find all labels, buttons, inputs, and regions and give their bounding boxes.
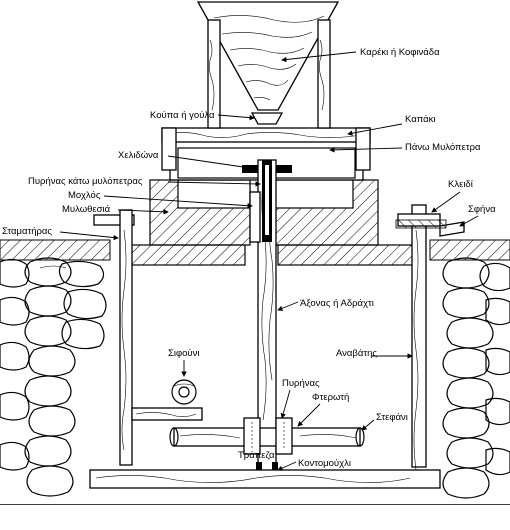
leader-arrows [59,51,479,471]
right-stone-wall [429,239,510,499]
label-swallow: Χελιδώνα [118,150,159,161]
hopper [196,1,340,129]
label-cup: Κούπα ή γούλα [150,110,215,121]
table-beam [89,469,441,489]
siphon [171,379,197,405]
label-riser: Αναβάτης [336,348,377,359]
label-short-pivot: Κοντομούχλι [298,458,351,469]
labels: Καρέκι ή Κοφινάδα Κούπα ή γούλα Καπάκι Π… [2,47,496,469]
label-upper-stone: Πάνω Μυλόπετρα [405,142,481,153]
water-wheel [169,417,365,455]
label-vane: Φτερωτή [312,392,349,403]
label-stopper: Σταματήρας [2,226,52,237]
stopper [93,209,203,466]
axle [257,159,277,471]
riser [395,204,465,471]
floor-beams [129,244,419,266]
label-lower-stone-core: Πυρήνας κάτω μυλόπετρας [28,176,143,187]
label-key: Κλειδί [448,179,474,190]
left-stone-wall [0,239,111,497]
label-wedge: Σφήνα [468,204,496,215]
label-hopper: Καρέκι ή Κοφινάδα [360,47,440,58]
label-mill-seat: Μυλωθεσιά [62,204,111,215]
label-core: Πυρήνας [282,378,320,389]
label-siphon: Σιφούνι [168,348,199,359]
label-wreath: Στεφάνι [376,412,408,423]
ground [0,504,510,530]
label-lever: Μοχλός [68,190,101,201]
label-axle: Άξονας ή Αδράχτι [300,298,374,309]
label-table: Τράπεζα [238,450,275,461]
label-lid: Καπάκι [405,114,436,125]
lever [249,191,261,243]
cup [250,112,284,125]
